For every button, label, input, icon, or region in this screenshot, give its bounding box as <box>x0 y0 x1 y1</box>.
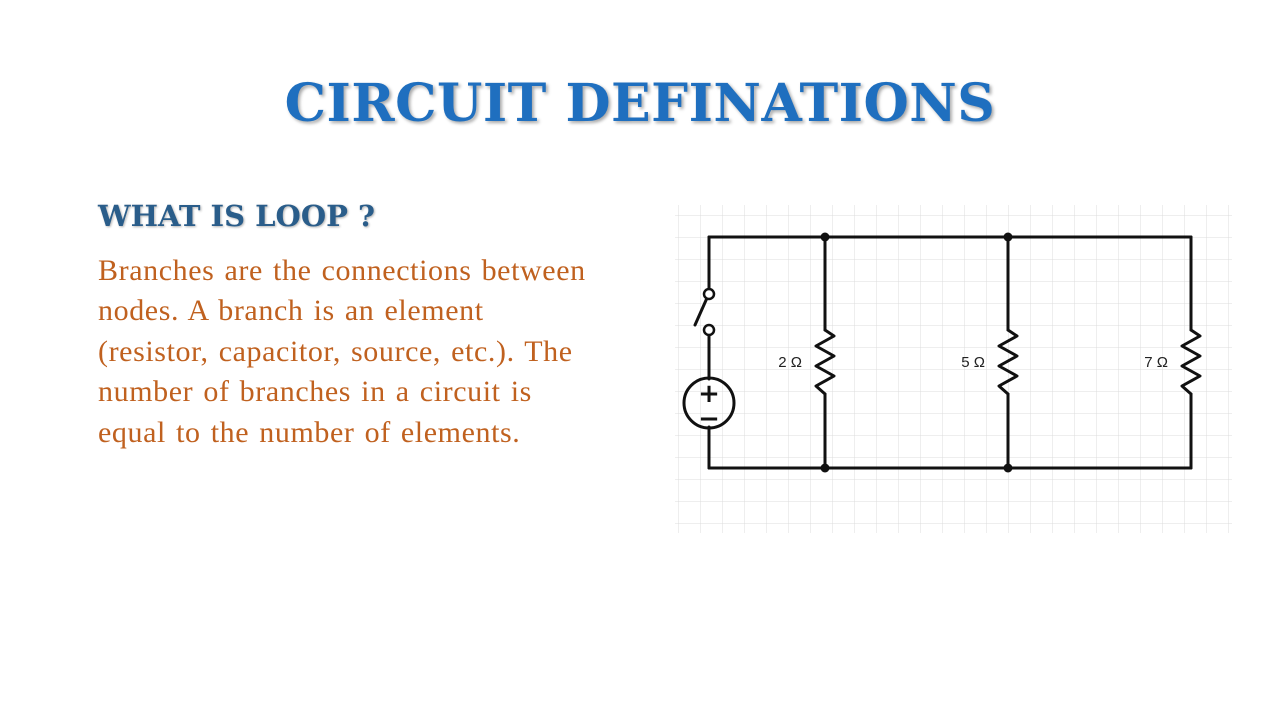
node-bottom-2 <box>1003 463 1013 473</box>
switch-contact-bottom <box>702 323 716 337</box>
node-top-2 <box>1003 232 1013 242</box>
circuit-diagram: + − 2 Ω 5 Ω 7 Ω <box>675 205 1232 533</box>
section-heading: WHAT IS LOOP ? <box>98 199 375 233</box>
source-plus-sign: + <box>698 379 720 409</box>
switch-lever <box>693 296 709 327</box>
resistor-label-7ohm: 7 Ω <box>1144 354 1168 371</box>
resistor-7ohm <box>1180 328 1202 396</box>
resistor-label-5ohm: 5 Ω <box>961 354 985 371</box>
resistor-label-2ohm: 2 Ω <box>778 354 802 371</box>
resistor-5ohm <box>997 328 1019 396</box>
slide-title: CIRCUIT DEFINATIONS <box>284 73 996 134</box>
circuit-svg: + − 2 Ω 5 Ω 7 Ω <box>675 205 1232 533</box>
voltage-source-icon <box>682 376 736 430</box>
switch-contact-top <box>702 287 716 301</box>
source-minus-sign: − <box>698 404 720 434</box>
grid-lines <box>675 205 1232 533</box>
node-top-1 <box>820 232 830 242</box>
node-bottom-1 <box>820 463 830 473</box>
body-paragraph: Branches are the connections between nod… <box>98 254 586 449</box>
resistor-2ohm <box>814 328 836 396</box>
